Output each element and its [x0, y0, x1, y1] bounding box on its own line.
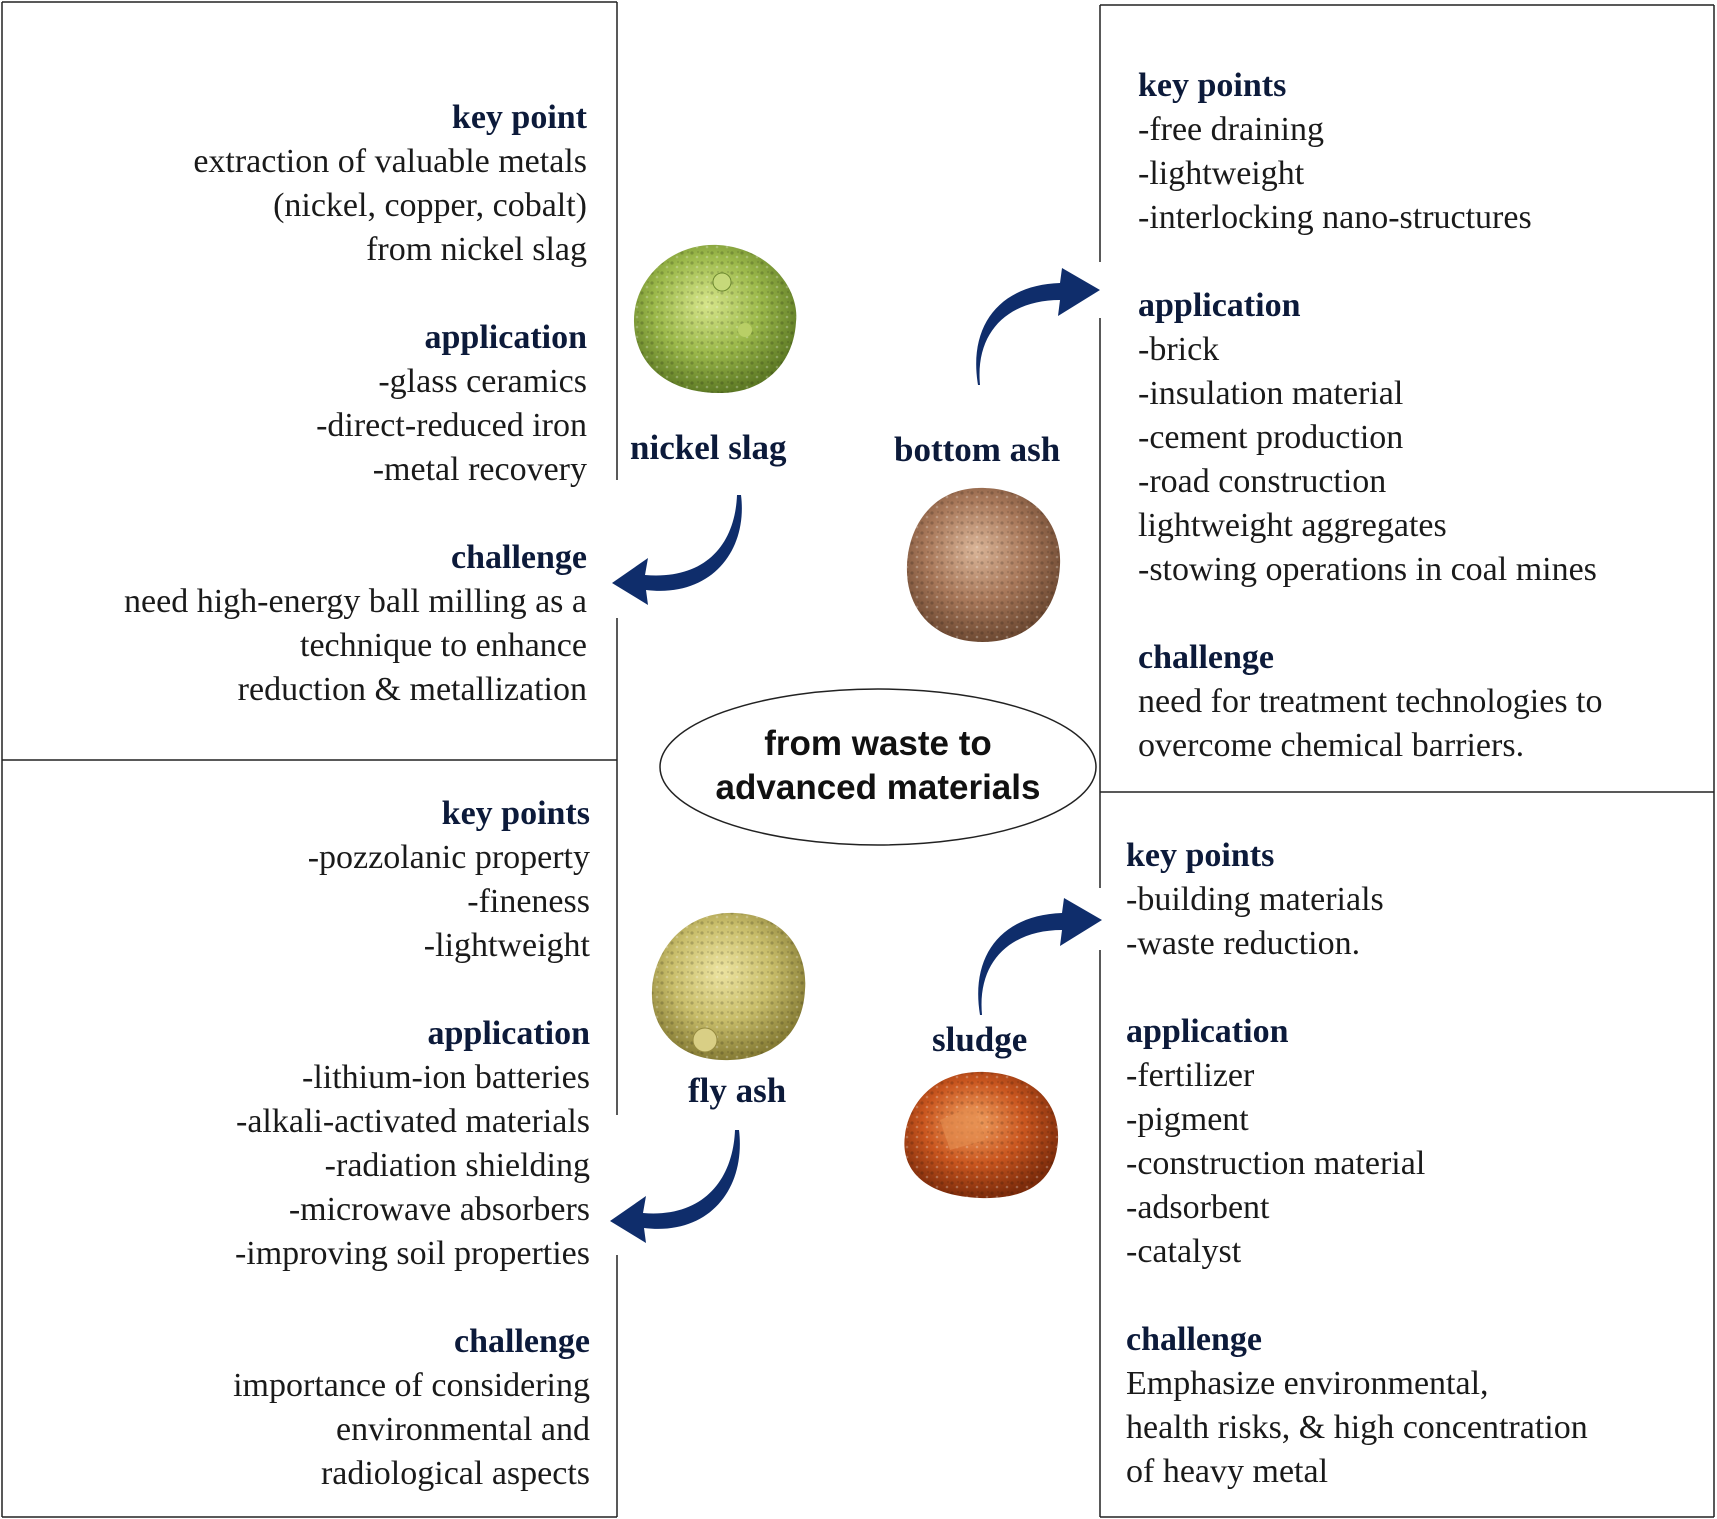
nickel-slag-challenge-line: reduction & metallization [237, 671, 587, 708]
sludge-challenge-heading: challenge [1126, 1321, 1262, 1358]
fly-ash-challenge-line: importance of considering [233, 1367, 590, 1404]
bottom-ash-challenge-heading: challenge [1138, 639, 1274, 676]
sludge-key-line: -waste reduction. [1126, 925, 1361, 962]
sludge-challenge-line: health risks, & high concentration [1126, 1409, 1588, 1446]
sludge-label: sludge [932, 1020, 1028, 1059]
center-title-line1: from waste to [764, 724, 992, 763]
fly-ash-key-line: -pozzolanic property [307, 839, 590, 876]
center-title-line2: advanced materials [715, 768, 1041, 807]
sludge-challenge-line: of heavy metal [1126, 1453, 1329, 1490]
nickel-slag-challenge-heading: challenge [451, 539, 587, 576]
nickel-slag-pile [633, 244, 797, 394]
nickel-slag-application-item: -metal recovery [372, 451, 587, 488]
nickel-slag-key-heading: key point [451, 99, 587, 136]
arrow-bottom-ash [976, 268, 1100, 385]
sludge-application-item: -fertilizer [1126, 1057, 1255, 1094]
nickel-slag-key-line: from nickel slag [366, 231, 587, 268]
fly-ash-pile [651, 912, 806, 1061]
fly-ash-label: fly ash [688, 1071, 787, 1110]
center-ellipse [659, 688, 1097, 846]
sludge-application-item: -pigment [1126, 1101, 1249, 1138]
arrow-sludge [978, 898, 1102, 1015]
bottom-ash-application-item: -brick [1138, 331, 1220, 368]
nickel-slag-application-heading: application [424, 319, 587, 356]
nickel-slag-key-line: (nickel, copper, cobalt) [273, 187, 587, 224]
sludge-application-heading: application [1126, 1013, 1289, 1050]
bottom-ash-key-line: -free draining [1138, 111, 1324, 148]
bottom-ash-challenge-line: overcome chemical barriers. [1138, 727, 1525, 764]
sludge-panel: key points -building materials -waste re… [1126, 834, 1588, 1494]
nickel-slag-challenge-line: need high-energy ball milling as a [124, 583, 587, 620]
fly-ash-challenge-line: radiological aspects [320, 1455, 590, 1492]
bottom-ash-application-item: -stowing operations in coal mines [1138, 551, 1597, 588]
bottom-ash-label: bottom ash [894, 430, 1061, 469]
arrow-fly-ash [610, 1130, 740, 1243]
arrows [610, 268, 1102, 1243]
fly-ash-challenge-line: environmental and [336, 1411, 590, 1448]
nickel-slag-application-item: -glass ceramics [378, 363, 587, 400]
bottom-ash-pile [906, 487, 1061, 642]
bottom-ash-challenge-line: need for treatment technologies to [1138, 683, 1603, 720]
sludge-key-line: -building materials [1126, 881, 1384, 918]
fly-ash-challenge-heading: challenge [454, 1323, 590, 1360]
bottom-ash-application-item: -insulation material [1138, 375, 1404, 412]
fly-ash-key-line: -lightweight [423, 927, 590, 964]
fly-ash-application-heading: application [427, 1015, 590, 1052]
nickel-slag-challenge-line: technique to enhance [300, 627, 587, 664]
sludge-challenge-line: Emphasize environmental, [1126, 1365, 1489, 1402]
fly-ash-application-item: -microwave absorbers [288, 1191, 590, 1228]
bottom-ash-application-item: -cement production [1138, 419, 1404, 456]
sludge-application-item: -catalyst [1126, 1233, 1242, 1270]
nickel-slag-label: nickel slag [630, 428, 787, 467]
nickel-slag-application-item: -direct-reduced iron [316, 407, 587, 444]
fly-ash-key-line: -fineness [467, 883, 590, 920]
fly-ash-application-item: -radiation shielding [324, 1147, 590, 1184]
fly-ash-application-item: -lithium-ion batteries [302, 1059, 590, 1096]
bottom-ash-application-item: lightweight aggregates [1138, 507, 1447, 544]
sludge-application-item: -adsorbent [1126, 1189, 1270, 1226]
nickel-slag-key-line: extraction of valuable metals [193, 143, 587, 180]
center-title: from waste to advanced materials [660, 722, 1096, 810]
bottom-ash-application-heading: application [1138, 287, 1301, 324]
sludge-pile [904, 1071, 1059, 1199]
nickel-slag-panel: key point extraction of valuable metals … [124, 96, 587, 712]
bottom-ash-key-line: -lightweight [1138, 155, 1305, 192]
bottom-ash-application-item: -road construction [1138, 463, 1387, 500]
bottom-ash-panel: key points -free draining -lightweight -… [1138, 64, 1603, 768]
sludge-application-item: -construction material [1126, 1145, 1426, 1182]
fly-ash-application-item: -improving soil properties [234, 1235, 590, 1272]
fly-ash-key-heading: key points [441, 795, 590, 832]
arrow-nickel-slag [612, 495, 742, 605]
fly-ash-application-item: -alkali-activated materials [236, 1103, 590, 1140]
sludge-key-heading: key points [1126, 837, 1275, 874]
fly-ash-panel: key points -pozzolanic property -finenes… [233, 792, 590, 1496]
bottom-ash-key-heading: key points [1138, 67, 1287, 104]
bottom-ash-key-line: -interlocking nano-structures [1138, 199, 1532, 236]
